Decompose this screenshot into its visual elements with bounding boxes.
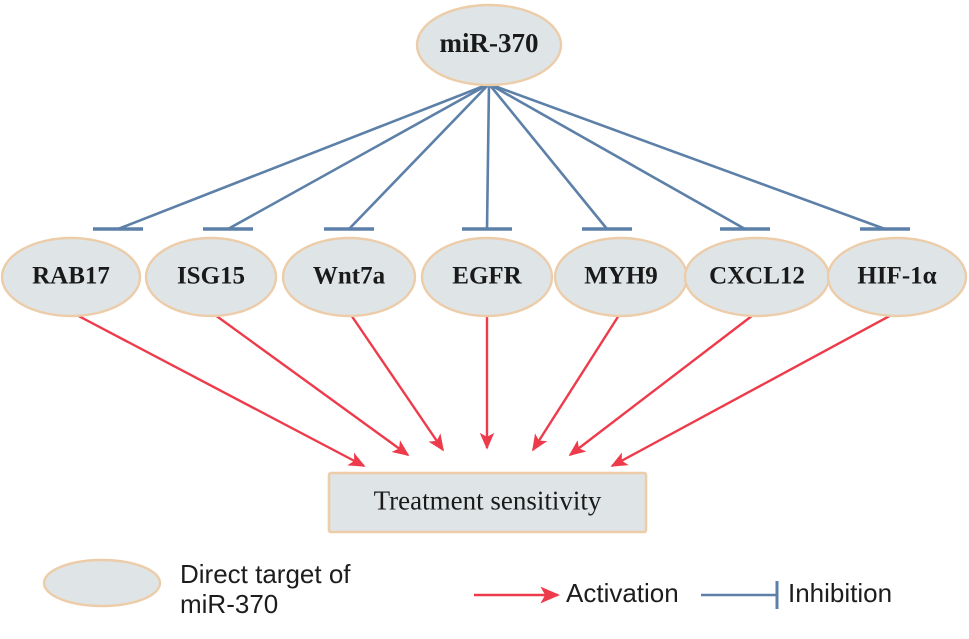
hif-1a-ellipse	[826, 236, 968, 318]
inhibition-edge-wnt7a	[348, 83, 490, 230]
egfr-label: EGFR	[452, 263, 522, 290]
activation-edge-wnt7a	[348, 311, 444, 452]
target-node-group: RAB17 ISG15 Wnt7a EGFR MYH9 CXCL12 HIF-1α	[0, 236, 968, 318]
isg15-label: ISG15	[177, 263, 245, 290]
hif-1a-label: HIF-1α	[857, 263, 936, 290]
inhibition-edge-myh9	[487, 83, 609, 230]
inhibition-edge-hif-1a	[488, 82, 886, 231]
node-hif-1a[interactable]: HIF-1α	[826, 236, 968, 318]
activation-edge-group	[70, 310, 898, 468]
inhibition-edge-egfr	[485, 83, 491, 230]
activation-edge-cxcl12	[568, 311, 758, 457]
node-myh9[interactable]: MYH9	[553, 236, 689, 318]
activation-edge-myh9	[531, 311, 623, 452]
cxcl12-label: CXCL12	[709, 263, 805, 290]
legend-ellipse-swatch	[42, 558, 162, 608]
inhibition-edge-cxcl12	[488, 82, 746, 231]
myh9-label: MYH9	[584, 263, 658, 290]
activation-edge-hif-1a	[610, 310, 898, 468]
inhibition-edge-isg15	[227, 82, 490, 231]
legend: Direct target of miR-370 Activation Inhi…	[42, 558, 892, 619]
node-wnt7a[interactable]: Wnt7a	[281, 236, 417, 318]
rab17-label: RAB17	[32, 263, 110, 290]
legend-activation-label: Activation	[566, 578, 679, 608]
wnt7a-ellipse	[281, 236, 417, 318]
legend-direct-target-label-line2: miR-370	[180, 589, 278, 619]
node-rab17[interactable]: RAB17	[0, 236, 142, 318]
legend-direct-target: Direct target of miR-370	[42, 558, 351, 619]
node-treatment-sensitivity[interactable]: Treatment sensitivity	[327, 471, 648, 534]
node-egfr[interactable]: EGFR	[420, 236, 554, 318]
node-mir-370[interactable]: miR-370	[415, 3, 563, 87]
wnt7a-label: Wnt7a	[313, 263, 386, 290]
legend-inhibition-label: Inhibition	[788, 578, 892, 608]
egfr-ellipse	[420, 236, 554, 318]
isg15-ellipse	[144, 236, 278, 318]
activation-edge-isg15	[210, 311, 410, 456]
activation-edge-rab17	[70, 310, 366, 468]
mir-370-label: miR-370	[440, 28, 539, 58]
treatment-sensitivity-box	[327, 471, 648, 534]
mir-370-ellipse	[415, 3, 563, 87]
legend-inhibition: Inhibition	[701, 578, 892, 609]
treatment-sensitivity-label: Treatment sensitivity	[374, 486, 602, 516]
legend-activation: Activation	[474, 578, 679, 608]
node-cxcl12[interactable]: CXCL12	[683, 236, 831, 318]
inhibition-edge-rab17	[117, 82, 490, 231]
node-isg15[interactable]: ISG15	[144, 236, 278, 318]
inhibition-edge-group	[93, 82, 910, 231]
rab17-ellipse	[0, 236, 142, 318]
legend-direct-target-label-line1: Direct target of	[180, 559, 351, 589]
